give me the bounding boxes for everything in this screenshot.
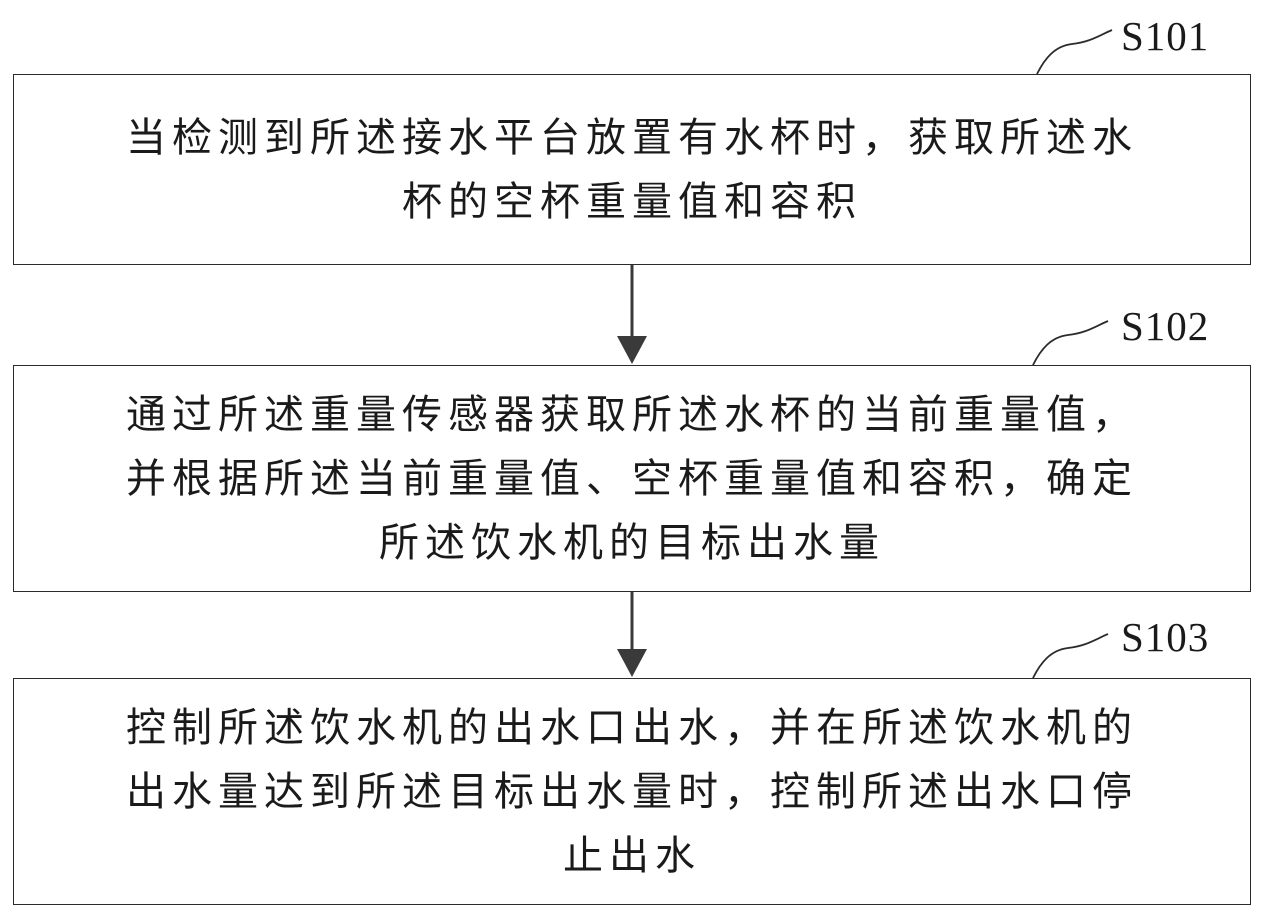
label-leader-s102 [1032,320,1109,366]
step-text-s101: 当检测到所述接水平台放置有水杯时，获取所述水 杯的空杯重量值和容积 [126,114,1138,225]
step-label-s101: S101 [1121,13,1210,59]
label-leader-s103 [1032,633,1109,679]
step-box-s102: 通过所述重量传感器获取所述水杯的当前重量值， 并根据所述当前重量值、空杯重量值和… [13,365,1251,592]
step-box-s103: 控制所述饮水机的出水口出水，并在所述饮水机的 出水量达到所述目标出水量时，控制所… [13,678,1251,905]
step-box-s101: 当检测到所述接水平台放置有水杯时，获取所述水 杯的空杯重量值和容积 [13,74,1251,265]
arrow-s101-to-s102 [617,265,647,364]
step-text-s102: 通过所述重量传感器获取所述水杯的当前重量值， 并根据所述当前重量值、空杯重量值和… [126,391,1138,566]
step-text-s103: 控制所述饮水机的出水口出水，并在所述饮水机的 出水量达到所述目标出水量时，控制所… [126,704,1138,879]
step-label-s103: S103 [1121,614,1210,660]
arrow-s102-to-s103 [617,592,647,677]
label-leader-s101 [1036,29,1113,75]
step-label-s102: S102 [1121,303,1210,349]
